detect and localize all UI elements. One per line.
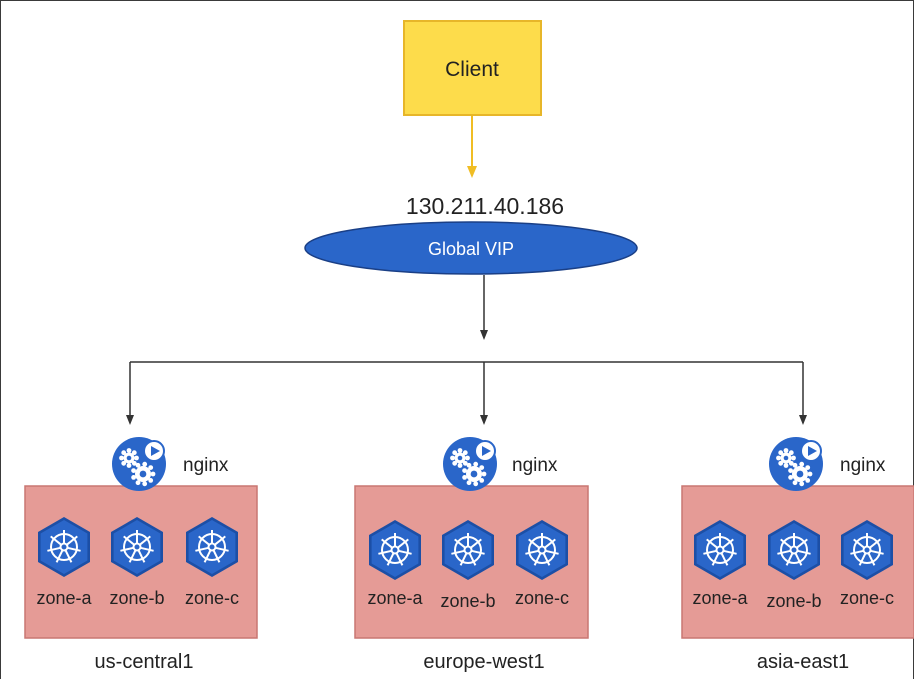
zone-zone-a: zone-a <box>36 517 93 608</box>
service-label: nginx <box>183 455 229 476</box>
region-us-central1: nginx zone-a zone-b zone-c us-central1 <box>24 437 258 673</box>
kubernetes-wheel-icon <box>186 517 238 577</box>
gears-play-icon <box>443 437 497 491</box>
service-label: nginx <box>512 455 558 476</box>
region-name: europe-west1 <box>423 651 544 673</box>
kubernetes-wheel-icon <box>516 520 568 580</box>
region-name: asia-east1 <box>757 651 849 673</box>
zone-zone-c: zone-c <box>840 520 894 608</box>
zone-zone-a: zone-a <box>692 520 749 608</box>
kubernetes-wheel-icon <box>768 520 820 580</box>
regions-layer: nginx zone-a zone-b zone-c us-central1 nginx z… <box>24 437 914 673</box>
kubernetes-wheel-icon <box>38 517 90 577</box>
vip-ip-address: 130.211.40.186 <box>406 193 564 219</box>
zone-label: zone-a <box>692 588 748 608</box>
region-europe-west1: nginx zone-a zone-b zone-c europe-west1 <box>354 437 589 673</box>
zone-zone-a: zone-a <box>367 520 424 608</box>
kubernetes-wheel-icon <box>369 520 421 580</box>
zone-label: zone-b <box>440 591 495 611</box>
region-name: us-central1 <box>95 651 194 673</box>
zone-label: zone-a <box>36 588 92 608</box>
zone-label: zone-c <box>840 588 894 608</box>
gears-play-icon <box>769 437 823 491</box>
zone-label: zone-c <box>515 588 569 608</box>
zone-label: zone-a <box>367 588 423 608</box>
client-node: Client <box>403 20 542 116</box>
gears-play-icon <box>112 437 166 491</box>
global-vip-label: Global VIP <box>428 239 514 259</box>
zone-zone-c: zone-c <box>185 517 239 608</box>
zone-zone-b: zone-b <box>440 520 496 611</box>
region-asia-east1: nginx zone-a zone-b zone-c asia-east1 <box>681 437 914 673</box>
kubernetes-wheel-icon <box>841 520 893 580</box>
kubernetes-wheel-icon <box>694 520 746 580</box>
zone-label: zone-b <box>766 591 821 611</box>
zone-label: zone-c <box>185 588 239 608</box>
service-label: nginx <box>840 455 886 476</box>
distribution-connectors <box>126 275 807 425</box>
zone-zone-b: zone-b <box>109 517 165 608</box>
zone-zone-b: zone-b <box>766 520 822 611</box>
zone-label: zone-b <box>109 588 164 608</box>
kubernetes-wheel-icon <box>442 520 494 580</box>
kubernetes-wheel-icon <box>111 517 163 577</box>
client-label: Client <box>445 58 499 81</box>
zone-zone-c: zone-c <box>515 520 569 608</box>
global-vip-node: Global VIP <box>304 221 638 275</box>
